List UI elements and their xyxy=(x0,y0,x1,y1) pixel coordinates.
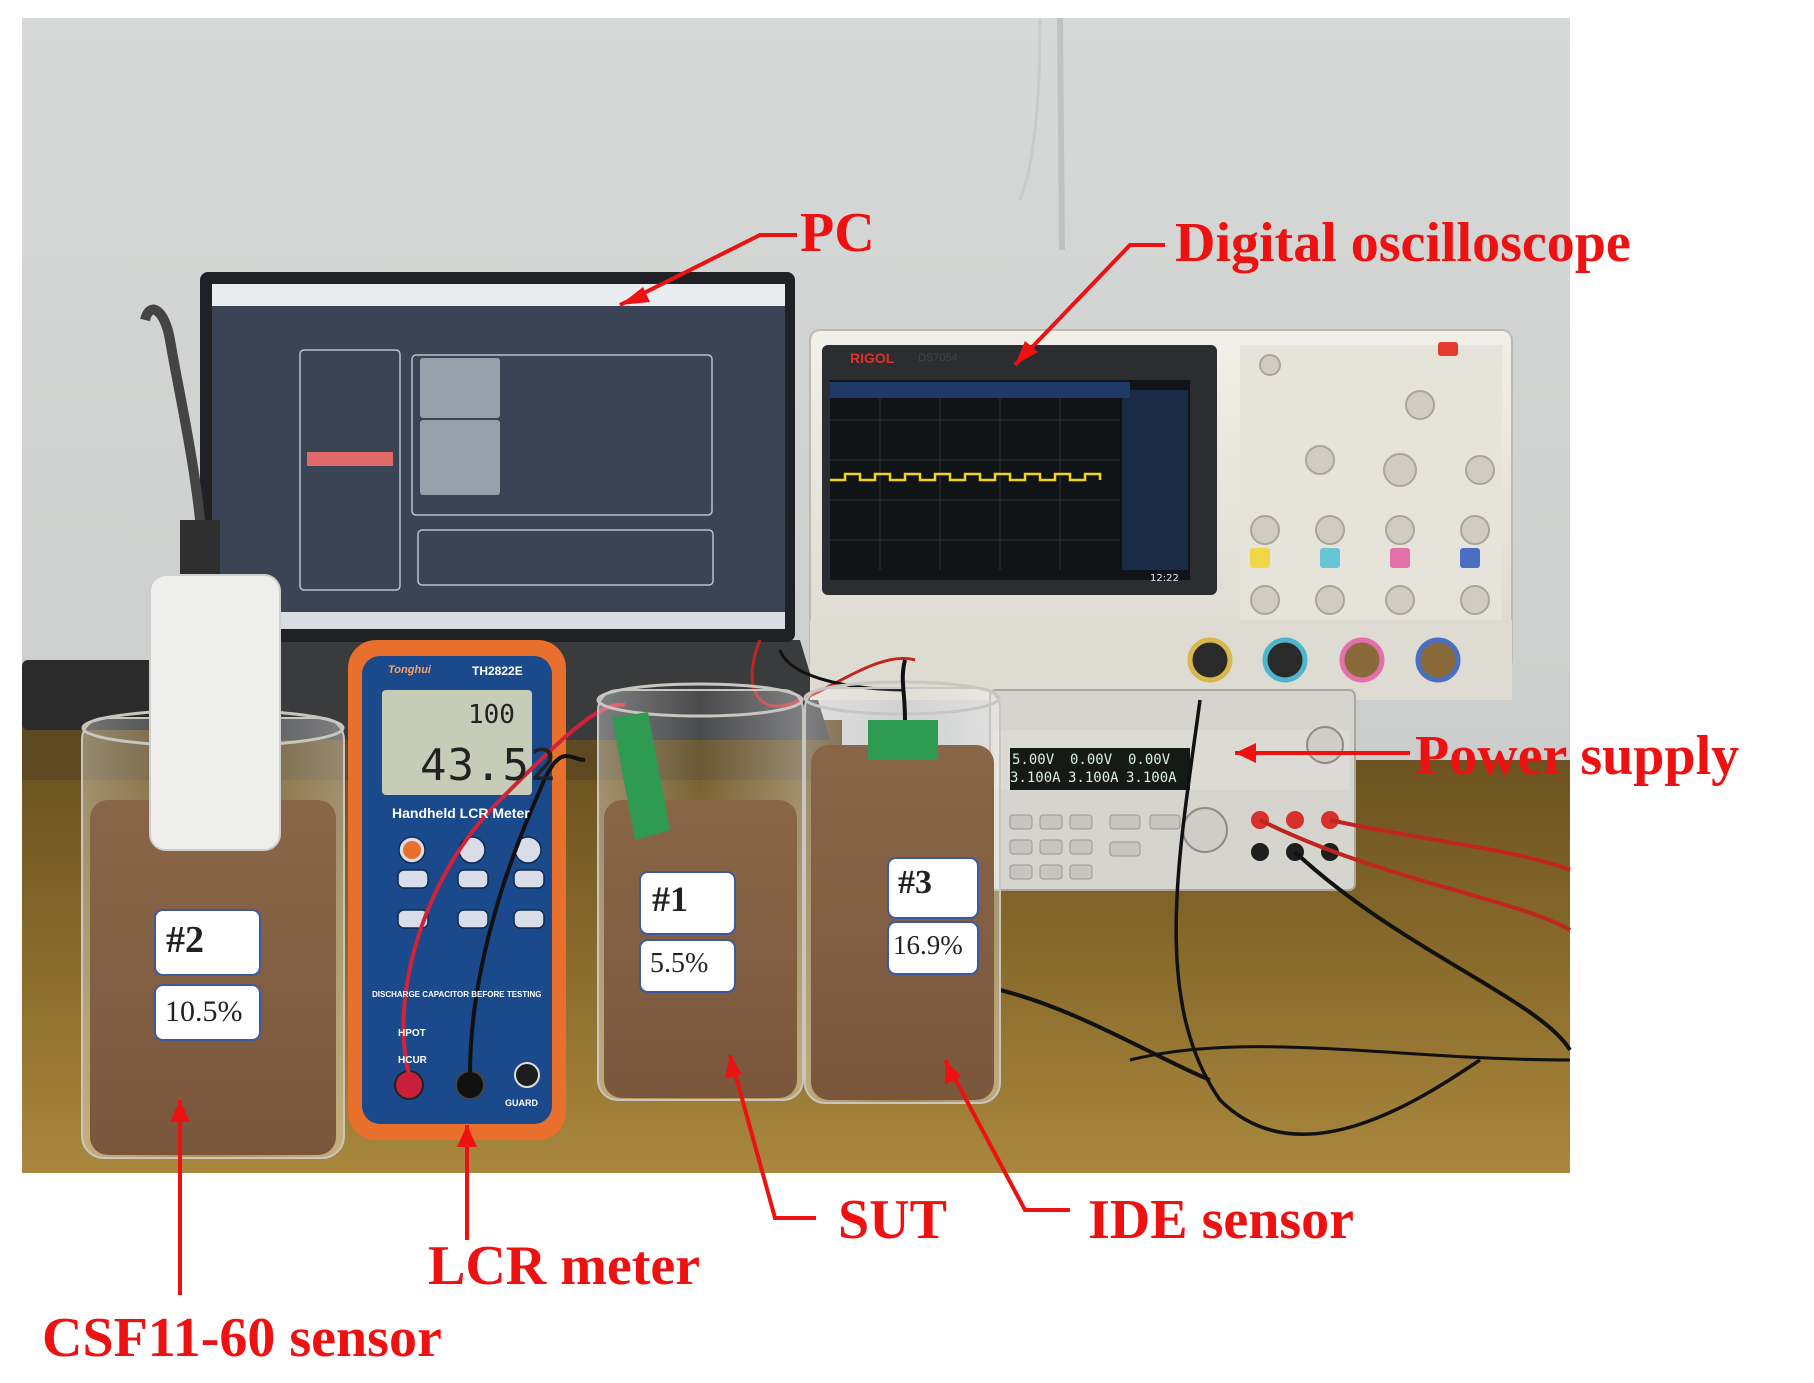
lcr-model: TH2822E xyxy=(472,664,523,678)
lcr-terminal-hpot: HPOT xyxy=(398,1028,426,1039)
scope-clock: 12:22 xyxy=(1150,573,1179,584)
lcr-reading-main: 43.52 xyxy=(420,740,558,791)
label-csf11-60-sensor: CSF11-60 sensor xyxy=(42,1307,442,1369)
psu-current-3: 3.100A xyxy=(1126,770,1177,786)
psu-current-1: 3.100A xyxy=(1010,770,1061,786)
jar2-id-tag: #2 xyxy=(166,919,204,961)
lcr-terminal-hcur: HCUR xyxy=(398,1055,427,1066)
jar1-id-tag: #1 xyxy=(652,879,688,919)
jar2-moisture-tag: 10.5% xyxy=(165,995,243,1028)
lcr-terminal-guard: GUARD xyxy=(505,1098,538,1108)
lcr-title: Handheld LCR Meter xyxy=(392,805,530,821)
lcr-brand: Tonghui xyxy=(388,664,431,676)
psu-voltage-2: 0.00V xyxy=(1070,752,1113,768)
psu-voltage-3: 0.00V xyxy=(1128,752,1171,768)
jar1-moisture-tag: 5.5% xyxy=(650,948,709,979)
scope-model: DS7054 xyxy=(918,352,958,364)
jar3-moisture-tag: 16.9% xyxy=(893,930,963,960)
jar3-id-tag: #3 xyxy=(898,864,932,901)
psu-voltage-1: 5.00V xyxy=(1012,752,1055,768)
psu-current-2: 3.100A xyxy=(1068,770,1119,786)
label-ide-sensor: IDE sensor xyxy=(1088,1189,1355,1251)
label-lcr-meter: LCR meter xyxy=(428,1235,701,1297)
label-sut: SUT xyxy=(838,1189,947,1251)
label-pc: PC xyxy=(800,202,875,264)
lcr-warning: DISCHARGE CAPACITOR BEFORE TESTING xyxy=(372,990,542,999)
label-power-supply: Power supply xyxy=(1415,725,1740,787)
scope-brand: RIGOL xyxy=(850,350,895,366)
label-digital-oscilloscope: Digital oscilloscope xyxy=(1175,212,1631,274)
lcr-reading-top: 100 xyxy=(468,700,515,730)
